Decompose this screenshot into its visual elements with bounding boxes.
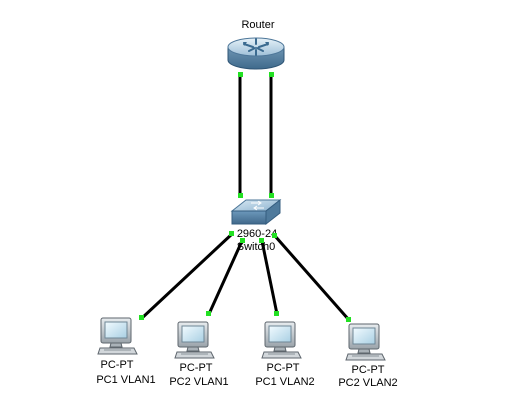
pc-name-label: PC1 VLAN2: [255, 376, 314, 388]
pc-device-pc1-vlan1[interactable]: PC-PT PC1 VLAN1: [96, 317, 156, 386]
port-light-router-2: [269, 72, 274, 77]
pc-device-pc2-vlan1[interactable]: PC-PT PC2 VLAN1: [169, 321, 229, 388]
port-light-router-1: [238, 72, 243, 77]
cable-switch-pc1-vlan2[interactable]: [260, 239, 279, 316]
router-device[interactable]: Router: [227, 19, 285, 70]
switch-name-label: Switch0: [237, 241, 276, 253]
port-light-pc1-vlan1: [139, 315, 144, 320]
pc-type-label: PC-PT: [267, 362, 300, 374]
cable-switch-pc1-vlan1[interactable]: [140, 232, 234, 320]
pc-icon: [261, 321, 302, 359]
pc-icon: [174, 321, 215, 359]
cable-switch-pc2-vlan2[interactable]: [273, 234, 351, 322]
pc-icon: [345, 323, 386, 361]
port-light-switch-pc1-vlan1: [229, 231, 234, 236]
pc-device-pc1-vlan2[interactable]: PC-PT PC1 VLAN2: [255, 321, 315, 388]
switch-icon: [230, 198, 282, 226]
port-light-pc2-vlan2: [346, 317, 351, 322]
router-switch-links: [238, 73, 273, 198]
pc-name-label: PC2 VLAN1: [169, 376, 228, 388]
port-light-switch-pc1-vlan2: [259, 238, 264, 243]
switch-pc-links: [140, 232, 351, 322]
pc-icon: [97, 317, 138, 355]
pc-name-label: PC2 VLAN2: [338, 377, 397, 389]
port-link-lights: [139, 72, 351, 322]
port-light-pc1-vlan2: [274, 311, 279, 316]
switch-model-label: 2960-24: [237, 228, 277, 240]
switch-device[interactable]: 2960-24 Switch0: [230, 198, 282, 253]
cable-switch-pc2-vlan1[interactable]: [207, 239, 244, 316]
port-light-switch-up-1: [238, 193, 243, 198]
pc-type-label: PC-PT: [180, 362, 213, 374]
port-light-pc2-vlan1: [206, 311, 211, 316]
router-icon: [227, 37, 285, 70]
port-light-switch-pc2-vlan1: [240, 238, 245, 243]
pc-type-label: PC-PT: [101, 359, 134, 371]
pc-type-label: PC-PT: [352, 364, 385, 376]
pc-name-label: PC1 VLAN1: [96, 374, 155, 386]
pc-device-pc2-vlan2[interactable]: PC-PT PC2 VLAN2: [338, 323, 398, 389]
port-light-switch-up-2: [269, 193, 274, 198]
router-label: Router: [241, 19, 274, 31]
port-light-switch-pc2-vlan2: [272, 233, 277, 238]
